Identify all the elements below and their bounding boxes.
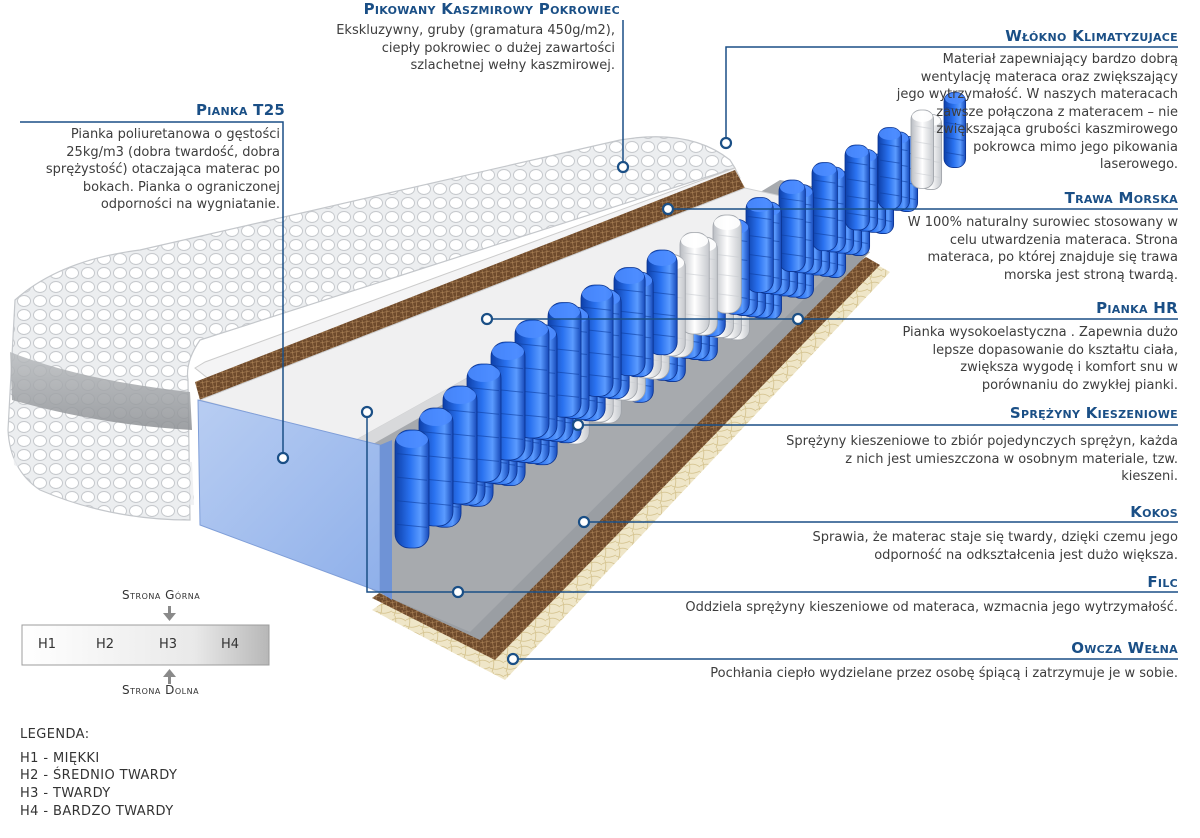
desc-pokrowiec: Ekskluzywny, gruby (gramatura 450g/m2), … — [336, 23, 615, 73]
firmness-bottom-label: Strona Dolna — [122, 683, 200, 697]
firmness-level-h4: H4 — [221, 637, 240, 652]
pocket-spring-blue — [613, 267, 646, 376]
pocket-spring-blue — [811, 162, 838, 252]
pocket-spring-white — [712, 214, 742, 314]
firmness-level-h1: H1 — [38, 637, 57, 652]
pocket-spring-blue — [745, 197, 774, 293]
legend-item-h4: H4 - BARDZO TWARDY — [20, 804, 174, 819]
pocket-spring-blue — [394, 429, 430, 549]
title-kokos: Kokos — [1130, 503, 1178, 521]
legend-item-h3: H3 - TWARDY — [20, 786, 111, 801]
desc-wlokno: Materiał zapewniający bardzo dobrą wenty… — [896, 52, 1178, 172]
title-filc: Filc — [1147, 573, 1178, 591]
desc-kokos: Sprawia, że materac staje się twardy, dz… — [812, 530, 1178, 563]
pocket-spring-blue — [646, 249, 678, 356]
desc-filc: Oddziela sprężyny kieszeniowe od materac… — [685, 600, 1178, 615]
firmness-level-h3: H3 — [159, 637, 178, 652]
desc-pianka-t25: Pianka poliuretanowa o gęstości 25kg/m3 … — [45, 127, 280, 212]
legend-item-h2: H2 - ŚREDNIO TWARDY — [20, 768, 178, 783]
firmness-bar — [21, 624, 270, 666]
pocket-spring-blue — [844, 144, 870, 231]
callout-lines — [20, 20, 1178, 660]
desc-pianka-hr: Pianka wysokoelastyczna . Zapewnia dużo … — [902, 325, 1178, 393]
pocket-springs — [394, 92, 967, 549]
seagrass-layer — [195, 170, 745, 400]
pocket-spring-blue — [778, 179, 806, 272]
pocket-spring-blue — [943, 92, 967, 168]
title-wlokno: Włókno Klimatyzujace — [1005, 27, 1178, 45]
pocket-spring-white — [910, 109, 934, 189]
title-pianka-hr: Pianka HR — [1096, 299, 1178, 317]
pocket-spring-white — [679, 232, 710, 335]
title-pokrowiec: Pikowany Kaszmirowy Pokrowiec — [363, 0, 620, 18]
desc-sprezyny: Sprężyny kieszeniowe to zbiór pojedynczy… — [786, 434, 1178, 484]
firmness-level-h2: H2 — [96, 637, 115, 652]
desc-welna: Pochłania ciepło wydzielane przez osobę … — [710, 666, 1178, 681]
firmness-top-label: Strona Górna — [122, 588, 201, 602]
legend-heading: LEGENDA: — [20, 727, 90, 742]
callout-dots — [276, 136, 805, 666]
title-sprezyny: Sprężyny Kieszeniowe — [1009, 404, 1178, 422]
title-pianka-t25: Pianka T25 — [196, 101, 286, 119]
pocket-spring-blue — [877, 127, 902, 210]
firmness-arrows — [163, 606, 176, 684]
title-trawa: Trawa Morska — [1064, 189, 1178, 207]
title-welna: Owcza Wełna — [1071, 639, 1178, 657]
desc-trawa: W 100% naturalny surowiec stosowany w ce… — [907, 215, 1178, 283]
legend-item-h1: H1 - MIĘKKI — [20, 751, 100, 766]
